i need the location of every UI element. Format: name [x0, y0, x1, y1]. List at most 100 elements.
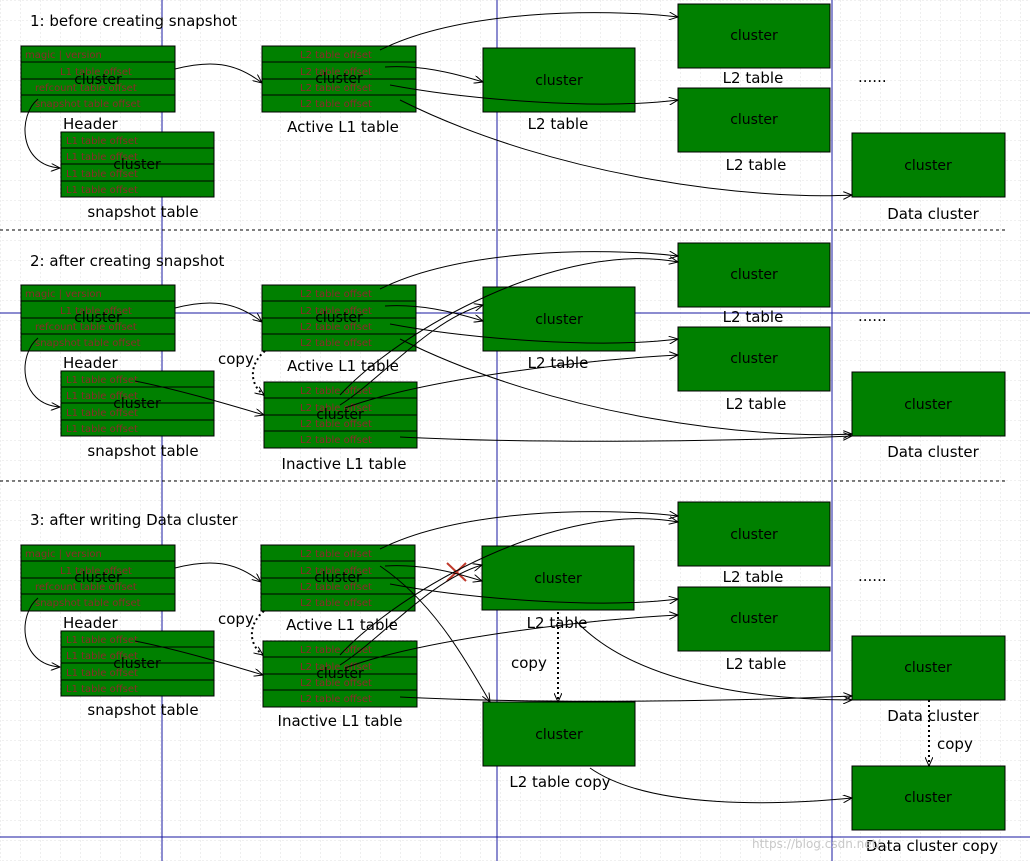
section-2: magic | version L1 table offset refcount… — [20, 242, 1006, 473]
cluster-label: cluster — [535, 73, 583, 89]
header-table: magic | version L1 table offset refcount… — [20, 544, 176, 612]
active-l1-table: L2 table offset L2 table offset L2 table… — [261, 284, 417, 352]
arrow — [399, 436, 852, 442]
arrow — [339, 519, 678, 656]
l1-row: L2 table offset — [300, 598, 372, 609]
section-title-2: 2: after creating snapshot — [30, 252, 225, 270]
arrow — [379, 252, 678, 290]
section-1: magic | version L1 table offset refcount… — [20, 3, 1006, 223]
copy-label: copy — [511, 654, 547, 672]
header-row: L1 table offset — [60, 67, 132, 78]
cluster-label: cluster — [113, 157, 161, 173]
data-cluster-box — [851, 635, 1006, 701]
copy-label: copy — [218, 610, 254, 628]
l2-cluster-box — [677, 3, 831, 69]
header-row: snapshot table offset — [35, 338, 141, 349]
data-cluster-label: Data cluster — [887, 205, 979, 223]
snapshot-table-label: snapshot table — [87, 442, 198, 460]
arrow — [384, 66, 483, 82]
l2-cluster-box — [677, 501, 831, 567]
data-cluster-label: Data cluster — [887, 707, 979, 725]
cluster-label: cluster — [315, 71, 363, 87]
cluster-label: cluster — [730, 351, 778, 367]
l1-row: L2 table offset — [300, 662, 372, 673]
arrow — [384, 305, 483, 321]
cluster-label: cluster — [904, 790, 952, 806]
arrow — [389, 84, 678, 104]
l1-row: L2 table offset — [300, 50, 372, 61]
cluster-label: cluster — [535, 312, 583, 328]
cluster-label: cluster — [316, 666, 364, 682]
cluster-label: cluster — [74, 72, 122, 88]
cluster-label: cluster — [74, 310, 122, 326]
snapshot-table-label: snapshot table — [87, 203, 198, 221]
data-cluster-box — [851, 132, 1006, 198]
copy-arrow — [250, 610, 265, 656]
data-cluster-label: Data cluster — [887, 443, 979, 461]
arrow — [379, 512, 678, 550]
l2-cluster-box — [482, 47, 636, 113]
l2-copy-cluster-box — [482, 701, 636, 767]
arrow — [589, 767, 852, 804]
ellipsis: ...... — [858, 307, 887, 325]
arrow — [174, 63, 262, 83]
snapshot-row: L1 table offset — [66, 185, 138, 196]
l2-cluster-box — [677, 87, 831, 153]
header-row: magic | version — [25, 50, 102, 61]
arrow — [384, 565, 482, 581]
snapshot-table: L1 table offset L1 table offset L1 table… — [60, 630, 215, 697]
arrow — [399, 696, 852, 702]
l2-cluster-box — [677, 326, 831, 392]
cluster-label: cluster — [113, 656, 161, 672]
snapshot-table: L1 table offset L1 table offset L1 table… — [60, 370, 215, 437]
cluster-label: cluster — [730, 28, 778, 44]
data-cluster-copy-label: Data cluster copy — [866, 837, 998, 855]
arrow — [174, 302, 262, 322]
l1-row: L2 table offset — [300, 67, 372, 78]
inactive-l1-label: Inactive L1 table — [282, 455, 407, 473]
snapshot-row: L1 table offset — [66, 651, 138, 662]
arrow — [24, 98, 60, 168]
arrow — [339, 565, 482, 666]
active-l1-label: Active L1 table — [286, 616, 398, 634]
snapshot-row: L1 table offset — [66, 152, 138, 163]
arrow — [344, 615, 678, 669]
copy-arrow — [251, 350, 266, 396]
l1-row: L2 table offset — [300, 549, 372, 560]
l1-row: L2 table offset — [300, 566, 372, 577]
l2-table-label: L2 table — [726, 156, 787, 174]
snapshot-table-label: snapshot table — [87, 701, 198, 719]
l1-row: L2 table offset — [300, 386, 372, 397]
cluster-label: cluster — [904, 158, 952, 174]
arrow — [399, 99, 852, 196]
snapshot-row: L1 table offset — [66, 136, 138, 147]
copy-label: copy — [937, 735, 973, 753]
snapshot-row: L1 table offset — [66, 408, 138, 419]
cluster-label: cluster — [113, 396, 161, 412]
section-title-1: 1: before creating snapshot — [30, 12, 237, 30]
arrow — [379, 565, 490, 702]
snapshot-table: L1 table offset L1 table offset L1 table… — [60, 131, 215, 198]
l1-row: L2 table offset — [300, 403, 372, 414]
header-table: magic | version L1 table offset refcount… — [20, 45, 176, 113]
header-label: Header — [63, 115, 118, 133]
l2-table-label: L2 table — [726, 655, 787, 673]
l2-cluster-box — [677, 586, 831, 652]
l1-row: L2 table offset — [300, 289, 372, 300]
cluster-label: cluster — [315, 310, 363, 326]
broken-link-x-icon — [446, 562, 467, 582]
arrow — [24, 597, 60, 667]
inactive-l1-table: L2 table offset L2 table offset L2 table… — [262, 640, 418, 708]
l2-table-copy-label: L2 table copy — [509, 773, 610, 791]
l1-row: L2 table offset — [300, 338, 372, 349]
cluster-label: cluster — [534, 571, 582, 587]
cluster-label: cluster — [730, 112, 778, 128]
snapshot-row: L1 table offset — [66, 635, 138, 646]
arrow — [339, 259, 678, 396]
header-row: snapshot table offset — [35, 99, 141, 110]
watermark: https://blog.csdn.net/... — [752, 837, 892, 851]
inactive-l1-table: L2 table offset L2 table offset L2 table… — [263, 381, 418, 449]
data-cluster-box — [851, 371, 1006, 437]
l1-row: L2 table offset — [300, 322, 372, 333]
